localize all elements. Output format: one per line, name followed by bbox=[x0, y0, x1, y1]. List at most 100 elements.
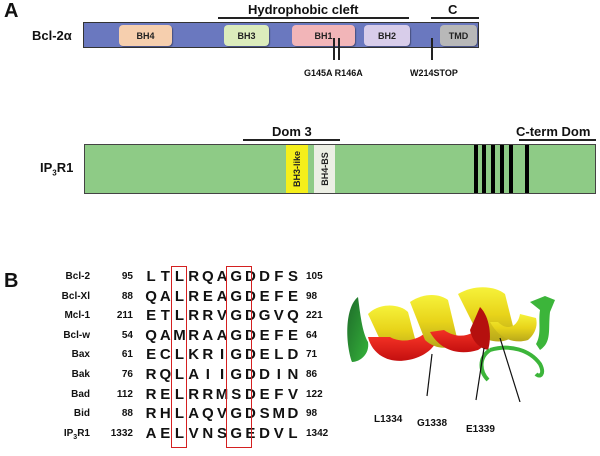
panel-b-letter: B bbox=[4, 270, 19, 292]
amino-acid: L bbox=[174, 385, 185, 403]
amino-acid: D bbox=[244, 287, 256, 305]
amino-acid: E bbox=[146, 346, 157, 364]
mutation-marker-w214stop bbox=[431, 38, 433, 60]
tm-stripe-1 bbox=[474, 145, 478, 193]
amino-acid: D bbox=[259, 268, 271, 285]
amino-acid: M bbox=[173, 326, 186, 344]
alignment-name-sub: 3 bbox=[73, 433, 78, 441]
amino-acid: F bbox=[274, 268, 284, 285]
amino-acid: D bbox=[244, 405, 256, 423]
domain-bh3: BH3 bbox=[224, 25, 269, 46]
amino-acid: E bbox=[259, 385, 270, 403]
alignment-end-number: 98 bbox=[306, 290, 318, 302]
mutation-label-g145a-r146a: G145A R146A bbox=[304, 68, 363, 78]
region-label-hydrophobic-cleft: Hydrophobic cleft bbox=[248, 2, 359, 17]
tm-stripe-4 bbox=[500, 145, 504, 193]
ip3r1-name-main: IP bbox=[40, 160, 53, 175]
amino-acid: D bbox=[244, 268, 256, 285]
alignment-protein-name: Bax bbox=[71, 349, 90, 361]
amino-acid: R bbox=[188, 307, 200, 325]
alignment-end-number: 71 bbox=[306, 349, 318, 361]
helix-turn-3-front bbox=[490, 314, 537, 342]
alignment-start-number: 88 bbox=[121, 290, 133, 302]
amino-acid: M bbox=[272, 405, 286, 423]
alignment-start-number: 61 bbox=[121, 349, 133, 361]
amino-acid: R bbox=[188, 287, 200, 305]
amino-acid: K bbox=[188, 346, 200, 364]
amino-acid: A bbox=[216, 268, 228, 285]
amino-acid: R bbox=[145, 366, 157, 383]
alignment-protein-name: Bcl-2 bbox=[65, 271, 90, 282]
amino-acid: R bbox=[188, 385, 200, 403]
domain-bh4-bs-label: BH4-BS bbox=[319, 152, 330, 186]
alignment-protein-name: Bid bbox=[73, 408, 90, 420]
region-label-c: C bbox=[448, 2, 458, 17]
amino-acid: Q bbox=[145, 287, 157, 305]
amino-acid: N bbox=[287, 366, 299, 383]
bh3-like-helix-structure bbox=[347, 287, 555, 402]
amino-acid: R bbox=[202, 307, 214, 325]
amino-acid: L bbox=[174, 307, 185, 325]
amino-acid: Q bbox=[202, 405, 214, 423]
amino-acid: F bbox=[274, 326, 284, 344]
amino-acid: D bbox=[244, 307, 256, 325]
amino-acid: L bbox=[174, 405, 185, 423]
amino-acid: E bbox=[259, 326, 270, 344]
amino-acid: Q bbox=[287, 307, 299, 325]
amino-acid: A bbox=[202, 326, 214, 344]
domain-bh4-bs: BH4-BS bbox=[314, 145, 335, 193]
amino-acid: A bbox=[159, 326, 171, 344]
alignment-end-number: 221 bbox=[306, 310, 323, 322]
amino-acid: E bbox=[245, 424, 256, 442]
amino-acid: E bbox=[287, 326, 298, 344]
pointer-e1339 bbox=[499, 337, 521, 402]
amino-acid: G bbox=[230, 424, 243, 442]
ip3r1-name-sub: 3 bbox=[52, 168, 57, 178]
region-line-c-term-dom bbox=[519, 139, 596, 141]
alignment-start-number: 1332 bbox=[110, 427, 133, 439]
bcl2-protein-name: Bcl-2α bbox=[32, 28, 72, 43]
amino-acid: A bbox=[159, 287, 171, 305]
amino-acid: G bbox=[230, 307, 243, 325]
amino-acid: D bbox=[244, 346, 256, 364]
amino-acid: E bbox=[160, 424, 171, 442]
alignment-start-number: 54 bbox=[121, 329, 133, 341]
amino-acid: E bbox=[287, 287, 298, 305]
amino-acid: I bbox=[219, 366, 225, 383]
domain-bh4: BH4 bbox=[119, 25, 172, 46]
amino-acid: S bbox=[217, 424, 228, 442]
amino-acid: G bbox=[230, 326, 243, 344]
amino-acid: V bbox=[217, 307, 228, 325]
alignment-end-number: 122 bbox=[306, 388, 323, 400]
amino-acid: L bbox=[288, 424, 298, 442]
amino-acid: D bbox=[259, 366, 271, 383]
residue-label-e1339: E1339 bbox=[466, 424, 495, 435]
amino-acid: D bbox=[244, 326, 256, 344]
amino-acid: E bbox=[202, 287, 213, 305]
amino-acid: L bbox=[174, 287, 185, 305]
conserved-gd-box bbox=[226, 266, 252, 448]
amino-acid: G bbox=[230, 268, 243, 285]
alignment-protein-name: Mcl-1 bbox=[64, 310, 90, 322]
amino-acid: R bbox=[202, 385, 214, 403]
amino-acid: Q bbox=[145, 326, 157, 344]
domain-bh3-like-label: BH3-like bbox=[292, 150, 303, 188]
amino-acid: I bbox=[276, 366, 281, 383]
amino-acid: L bbox=[174, 346, 185, 364]
ip3r1-name-end: R1 bbox=[56, 160, 74, 175]
amino-acid: H bbox=[159, 405, 171, 423]
amino-acid: R bbox=[145, 385, 157, 403]
amino-acid: R bbox=[188, 326, 200, 344]
c-term-strand bbox=[530, 296, 555, 350]
amino-acid: A bbox=[145, 424, 157, 442]
pointer-g1338 bbox=[475, 347, 485, 401]
region-label-dom3: Dom 3 bbox=[272, 124, 312, 139]
alignment-start-number: 88 bbox=[121, 408, 133, 420]
amino-acid: Q bbox=[202, 268, 214, 285]
